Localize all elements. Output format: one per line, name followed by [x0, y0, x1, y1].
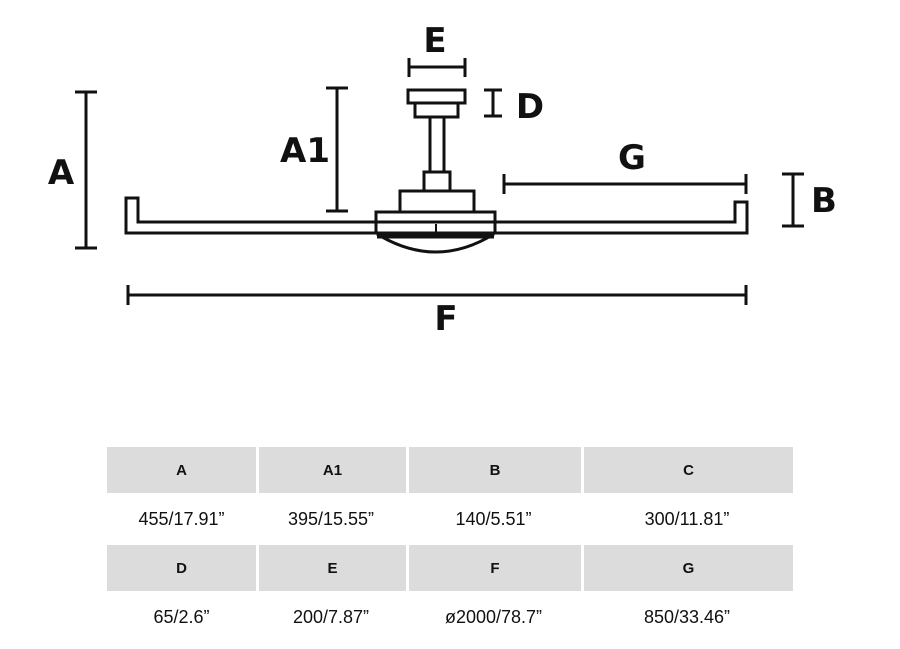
- dimension-line-d: [484, 88, 502, 118]
- blade-arm-right: [495, 200, 749, 235]
- spec-header-row: A A1 B C: [107, 447, 793, 493]
- spec-header-row: D E F G: [107, 545, 793, 591]
- dimension-line-e: [407, 58, 467, 77]
- spec-value-row: 455/17.91” 395/15.55” 140/5.51” 300/11.8…: [107, 493, 793, 545]
- spec-value-row: 65/2.6” 200/7.87” ø2000/78.7” 850/33.46”: [107, 591, 793, 643]
- light-bowl: [376, 232, 495, 254]
- spec-header-cell: B: [406, 447, 581, 493]
- label-e: E: [423, 21, 446, 61]
- canopy: [406, 88, 467, 119]
- motor-housing: [398, 170, 476, 214]
- spec-header-cell: A1: [256, 447, 406, 493]
- spec-value-cell: 455/17.91”: [138, 508, 225, 529]
- spec-value-cell: 300/11.81”: [644, 508, 730, 529]
- spec-value-cell: 200/7.87”: [292, 606, 370, 627]
- label-b: B: [811, 181, 837, 221]
- label-g: G: [618, 138, 646, 178]
- spec-value-cell: 140/5.51”: [455, 508, 532, 529]
- spec-value-cell: ø2000/78.7”: [444, 606, 543, 627]
- dimension-line-g: [502, 174, 748, 194]
- spec-header-cell: G: [581, 545, 793, 591]
- spec-header-cell: D: [107, 545, 256, 591]
- label-a: A: [48, 153, 75, 193]
- dimension-line-f: [126, 285, 748, 305]
- spec-header-cell: F: [406, 545, 581, 591]
- label-f: F: [434, 299, 457, 339]
- spec-value-cell: 850/33.46”: [643, 606, 731, 627]
- label-a1: A1: [280, 131, 330, 171]
- spec-value-cell: 395/15.55”: [287, 508, 375, 529]
- dimension-spec-table: A A1 B C 455/17.91” 395/15.55” 140/5.51”…: [107, 447, 793, 643]
- dimension-line-b: [782, 172, 804, 228]
- spec-header-cell: E: [256, 545, 406, 591]
- downrod: [428, 115, 446, 174]
- ceiling-fan-dimension-diagram: A A1 E D G B F: [48, 21, 837, 339]
- dimension-line-a: [75, 90, 97, 250]
- label-d: D: [516, 87, 544, 127]
- spec-header-cell: A: [107, 447, 256, 493]
- spec-header-cell: C: [581, 447, 793, 493]
- dimension-line-a1: [326, 86, 348, 213]
- spec-value-cell: 65/2.6”: [153, 606, 210, 627]
